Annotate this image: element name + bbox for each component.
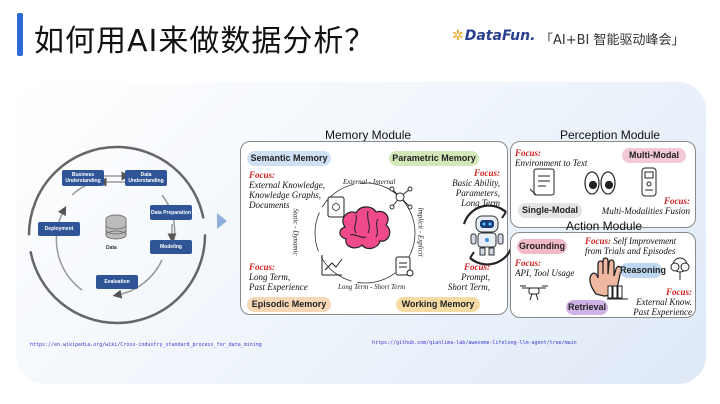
focus-line: Documents (249, 200, 290, 210)
focus-line: Multi-Modalities Fusion (601, 206, 690, 216)
data-shelf-icon (607, 285, 628, 300)
axis-long-short-term: Long Term - Short Term (338, 283, 406, 291)
focus-line: External Knowledge, (249, 180, 325, 190)
eyes-icon (584, 171, 616, 195)
reasoning-pill: Reasoning (620, 263, 666, 278)
memory-module-title: Memory Module (325, 128, 412, 142)
action-module-title: Action Module (566, 219, 643, 233)
chart-icon (321, 255, 343, 276)
axis-implicit-explicit: Implicit - Explicit (416, 207, 425, 257)
focus-line: Long Term (461, 198, 500, 208)
robot-icon (462, 204, 514, 266)
retrieval-pill: Retrieval (566, 300, 608, 315)
episodic-memory-pill: Episodic Memory (247, 297, 331, 312)
working-memory-focus: Focus: Prompt, Short Term, (430, 262, 490, 292)
crisp-modeling: Modeling (150, 240, 192, 254)
memory-ring-svg (314, 182, 416, 284)
perception-focus: Focus: Environment to Text (515, 148, 587, 168)
focus-line: API, Tool Usage (515, 268, 575, 278)
event-name: 「AI+BI 智能驱动峰会」 (540, 33, 685, 48)
inner-arc-bottom (112, 259, 163, 299)
parametric-memory-pill: Parametric Memory (389, 151, 479, 166)
focus-line: Basic Ability, (452, 178, 500, 188)
datafun-logo: ✲DataFun. (452, 28, 535, 44)
memory-ring (314, 182, 416, 284)
book-icon (327, 196, 345, 218)
crisp-data-label: Data (106, 245, 117, 251)
agent-source-url[interactable]: https://github.com/qianlima-lab/awesome-… (372, 340, 577, 346)
grounding-pill: Grounding (517, 239, 567, 254)
focus-line: Self Improvement (613, 236, 677, 246)
single-modal-pill: Single-Modal (518, 203, 582, 218)
perception-module-title: Perception Module (560, 128, 661, 142)
focus-line: Parameters, (455, 188, 500, 198)
focus-line: Long Term, (249, 272, 291, 282)
focus-line: Past Experience (633, 307, 692, 317)
focus-label: Focus: (515, 258, 542, 268)
outer-cycle-circle (27, 145, 207, 325)
focus-line: External Know. (636, 297, 692, 307)
grounding-focus: Focus: API, Tool Usage (515, 258, 574, 278)
focus-line: Environment to Text (515, 158, 588, 168)
page-title: 如何用AI来做数据分析？ (34, 24, 376, 59)
self-improvement-focus: Focus: Self Improvement from Trials and … (585, 236, 676, 256)
focus-label: Focus: (473, 168, 500, 178)
focus-line: Past Experience (249, 282, 308, 292)
title-accent-bar (17, 13, 23, 56)
multi-modalities-focus: Focus: Multi-Modalities Fusion (600, 196, 690, 216)
focus-label: Focus: (249, 262, 276, 272)
tablet-icon (529, 168, 555, 196)
axis-external-internal: External - Internal (343, 178, 396, 186)
scroll-icon (395, 256, 414, 277)
network-icon (389, 186, 413, 210)
crisp-deployment: Deployment (38, 222, 80, 236)
focus-label: Focus: (515, 148, 542, 158)
datafun-logo-icon: ✲ (452, 28, 464, 44)
axis-static-dynamic: Static - Dynamic (291, 208, 300, 256)
crisp-source-url[interactable]: https://en.wikipedia.org/wiki/Cross-indu… (30, 342, 262, 348)
focus-line: Knowledge Graphs, (249, 190, 321, 200)
focus-line: Prompt, (461, 272, 490, 282)
crisp-data-preparation: Data Preparation (150, 205, 192, 220)
multi-modal-pill: Multi-Modal (622, 148, 686, 163)
working-memory-pill: Working Memory (396, 297, 480, 312)
episodic-memory-focus: Focus: Long Term, Past Experience (249, 262, 308, 292)
focus-label: Focus: (665, 287, 692, 297)
phone-icon (641, 167, 657, 197)
crisp-data-understanding: Data Understanding (125, 170, 167, 186)
semantic-memory-focus: Focus: External Knowledge, Knowledge Gra… (249, 170, 325, 210)
perception-icons-svg (529, 167, 657, 197)
arrow-right-icon (217, 213, 227, 229)
retrieval-focus: Focus: External Know. Past Experience (630, 287, 692, 317)
brain-icon (339, 206, 391, 250)
crisp-business-understanding: Business Understanding (62, 170, 104, 186)
drone-icon (520, 285, 548, 301)
focus-label: Focus: (585, 236, 612, 246)
database-icon (105, 214, 127, 240)
focus-label: Focus: (463, 262, 490, 272)
tree-icon (670, 257, 690, 280)
parametric-memory-focus: Focus: Basic Ability, Parameters, Long T… (430, 168, 500, 208)
logo-text: DataFun. (464, 28, 536, 44)
focus-line: Short Term, (447, 282, 490, 292)
semantic-memory-pill: Semantic Memory (247, 151, 331, 166)
focus-label: Focus: (249, 170, 276, 180)
inner-arc-left (55, 206, 83, 291)
crisp-evaluation: Evaluation (96, 275, 138, 289)
focus-label: Focus: (663, 196, 690, 206)
focus-line: from Trials and Episodes (585, 246, 676, 256)
